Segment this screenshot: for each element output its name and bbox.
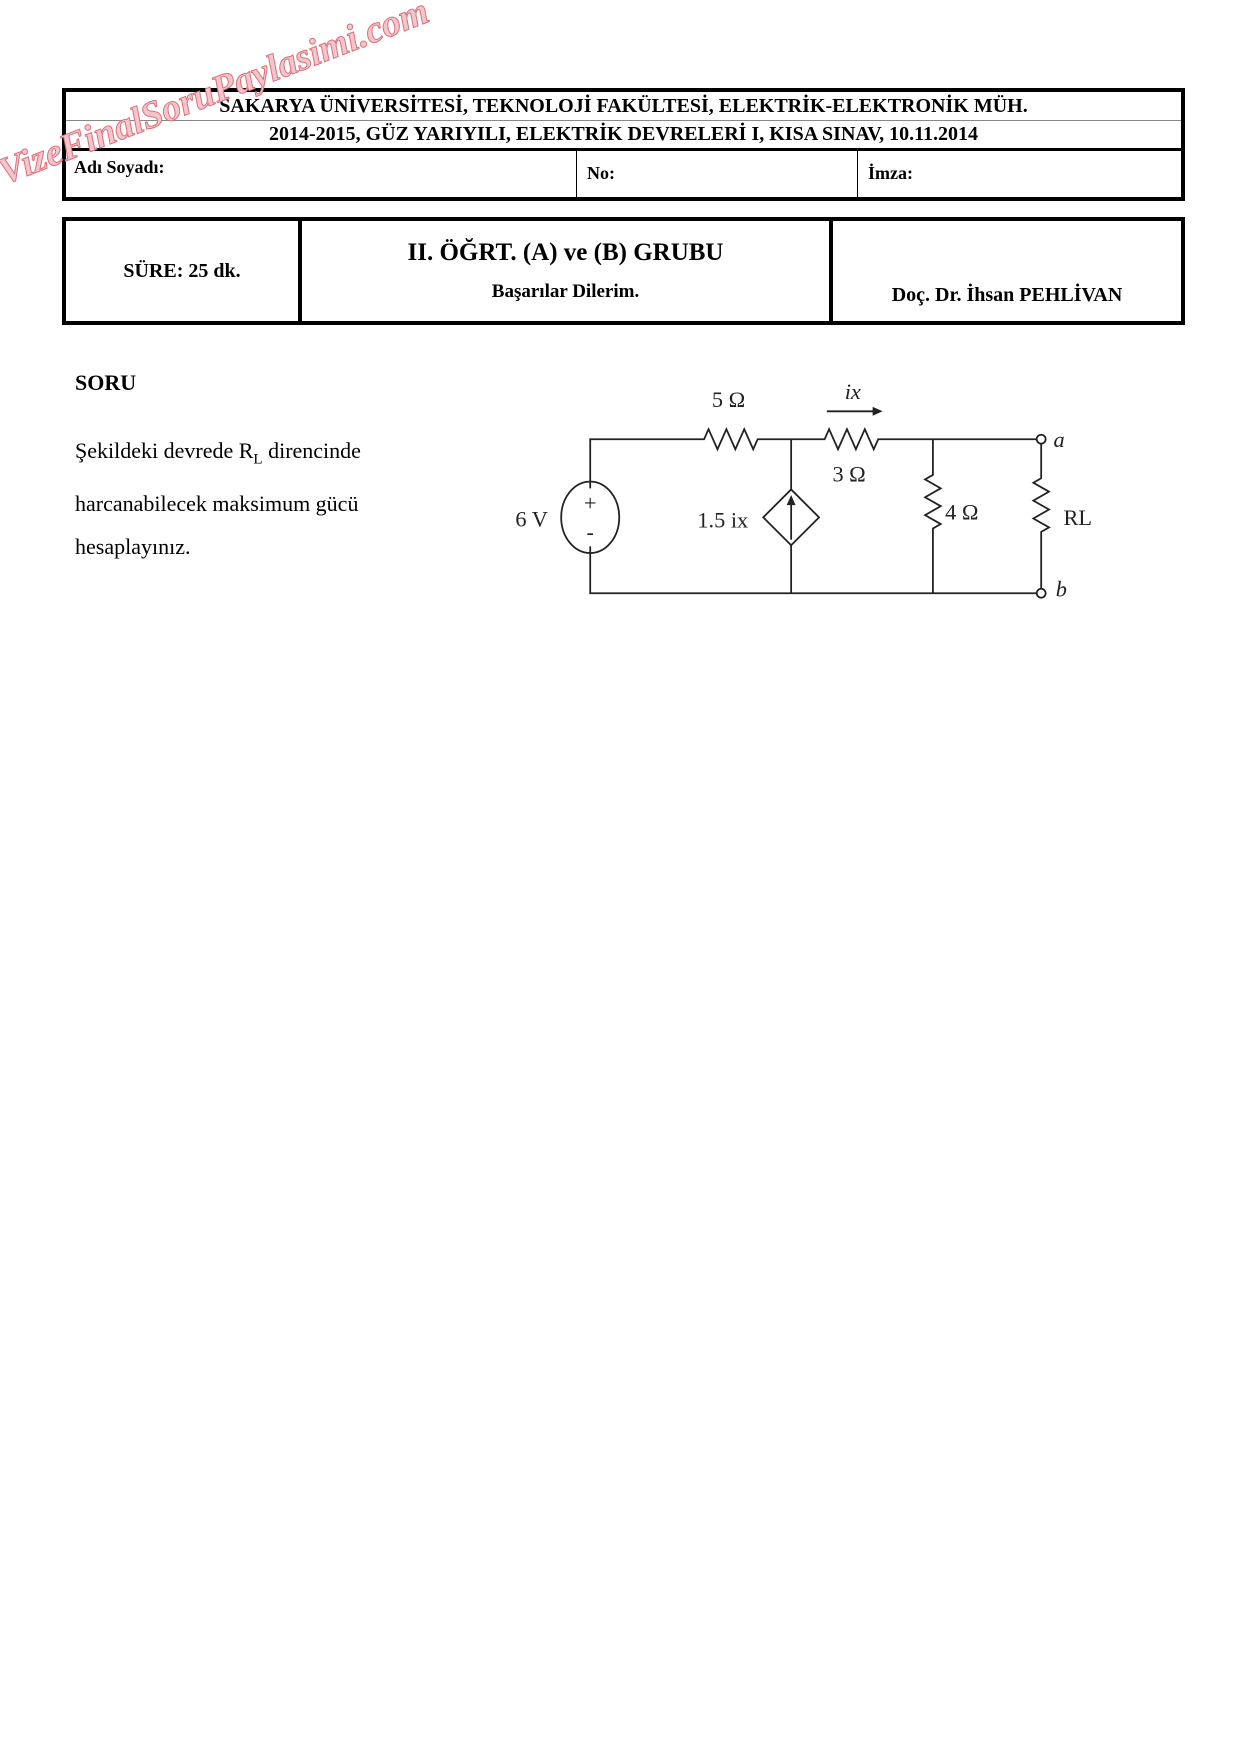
- course-line: 2014-2015, GÜZ YARIYILI, ELEKTRİK DEVREL…: [66, 121, 1181, 151]
- terminal-a: [1035, 433, 1047, 445]
- name-field[interactable]: Adı Soyadı:: [66, 151, 577, 197]
- signature-label: İmza:: [868, 163, 913, 183]
- arrow-head-icon: [872, 406, 883, 416]
- instructor-cell: Doç. Dr. İhsan PEHLİVAN: [833, 221, 1181, 321]
- minus-sign: -: [586, 520, 593, 545]
- group-cell: II. ÖĞRT. (A) ve (B) GRUBU Başarılar Dil…: [302, 221, 833, 321]
- node-a-label: a: [1053, 427, 1064, 452]
- wire: [589, 426, 1037, 489]
- question-text-part: direncinde harcanabilecek maksimum gücü …: [75, 438, 361, 560]
- current-label: ix: [845, 379, 861, 404]
- exam-info-table: SÜRE: 25 dk. II. ÖĞRT. (A) ve (B) GRUBU …: [62, 217, 1185, 325]
- plus-sign: +: [584, 491, 597, 516]
- number-label: No:: [587, 163, 615, 183]
- resistor-4-ohm: [923, 439, 943, 594]
- load-label: RL: [1064, 505, 1093, 530]
- question-title: SORU: [75, 370, 137, 395]
- instructor: Doç. Dr. İhsan PEHLİVAN: [891, 284, 1123, 306]
- circuit-diagram: + - 6 V 5 Ω 3 Ω 4 Ω ix 1.5 ix RL a b: [515, 379, 1093, 602]
- load-resistor: [1031, 443, 1051, 589]
- question-text: Şekildeki devrede RL direncinde harcanab…: [75, 429, 435, 569]
- r2-label: 3 Ω: [832, 462, 865, 487]
- subscript: L: [253, 451, 263, 468]
- university-line: SAKARYA ÜNİVERSİTESİ, TEKNOLOJİ FAKÜLTES…: [66, 92, 1181, 121]
- terminal-b: [1035, 587, 1047, 599]
- node-b-label: b: [1056, 577, 1067, 602]
- student-info-row: Adı Soyadı: No: İmza:: [66, 151, 1181, 197]
- r3-label: 4 Ω: [945, 500, 978, 525]
- signature-field[interactable]: İmza:: [858, 151, 1181, 197]
- duration: SÜRE: 25 dk.: [66, 221, 302, 321]
- name-label: Adı Soyadı:: [74, 157, 165, 177]
- dependent-current-source: [761, 488, 821, 547]
- group-title: II. ÖĞRT. (A) ve (B) GRUBU: [407, 239, 724, 266]
- dependent-source-label: 1.5 ix: [697, 507, 748, 532]
- wire: [589, 546, 1037, 595]
- arrow-head-icon: [786, 495, 796, 506]
- exam-header-table: SAKARYA ÜNİVERSİTESİ, TEKNOLOJİ FAKÜLTES…: [62, 88, 1185, 201]
- voltage-source: [560, 480, 621, 554]
- source-label: 6 V: [515, 506, 547, 531]
- question-text-part: Şekildeki devrede R: [75, 438, 254, 463]
- r1-label: 5 Ω: [712, 387, 745, 412]
- number-field[interactable]: No:: [577, 151, 858, 197]
- wishes: Başarılar Dilerim.: [491, 281, 640, 302]
